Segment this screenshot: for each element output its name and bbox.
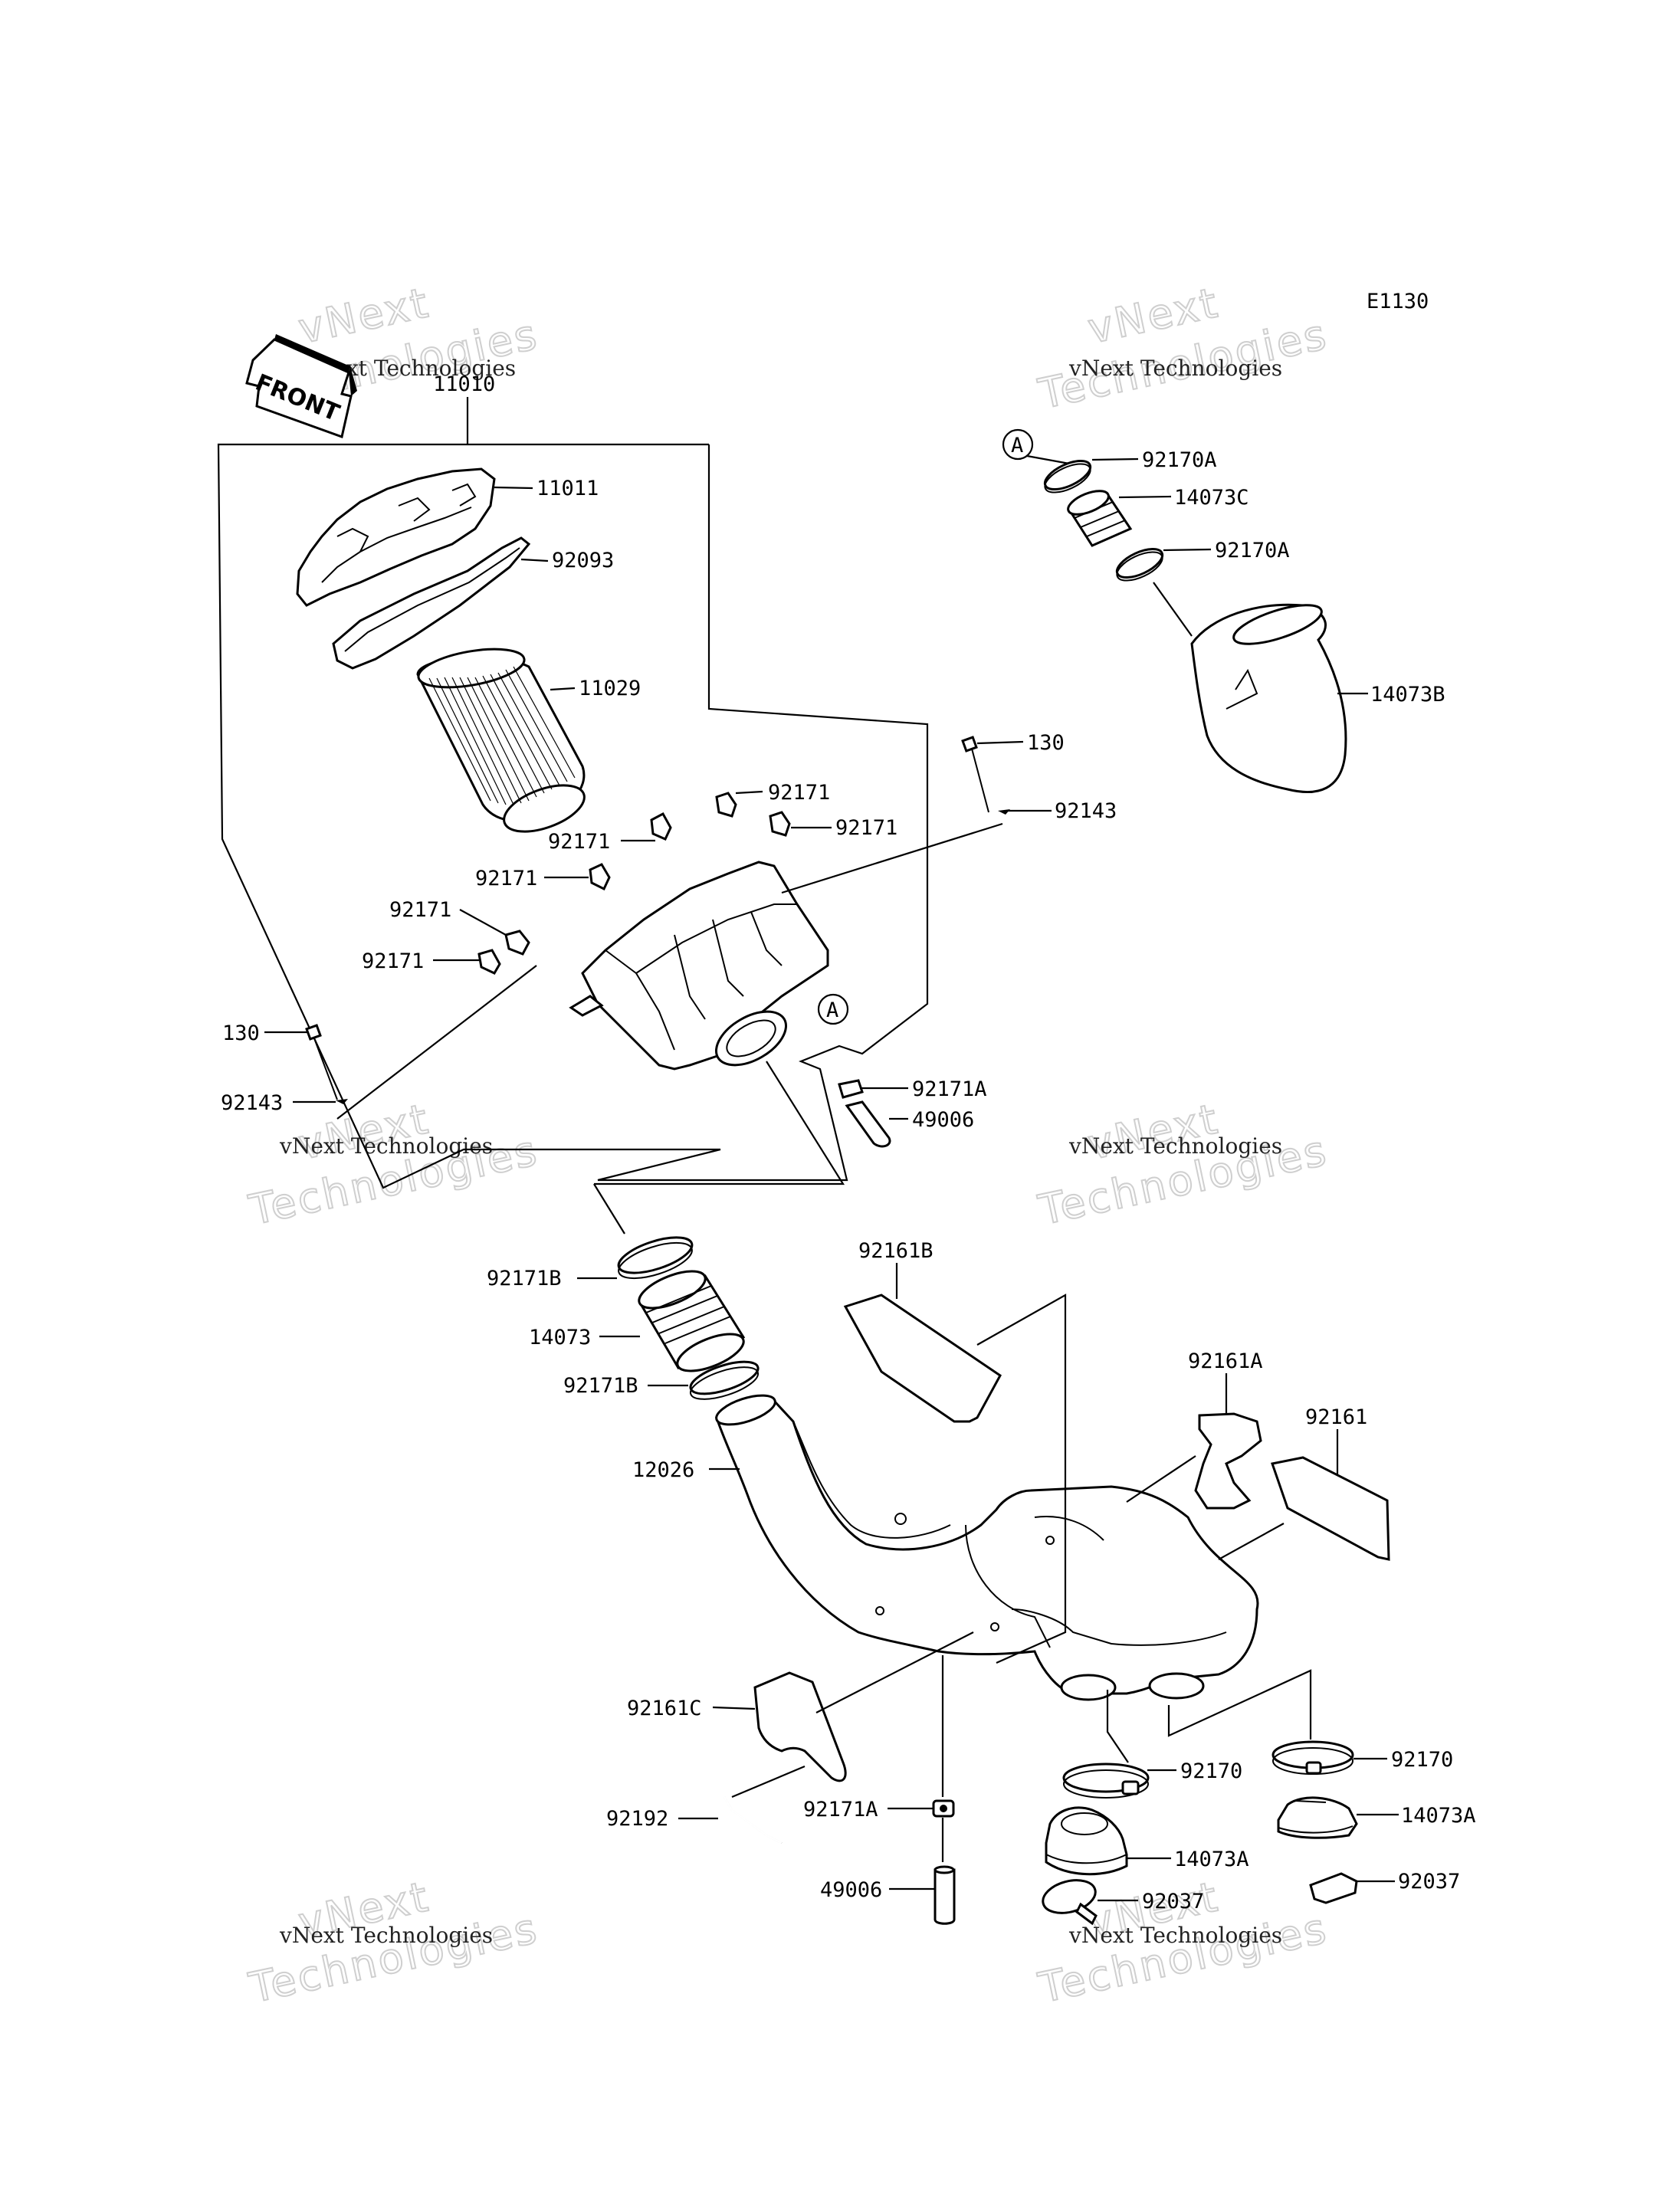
- callout-92161: 92161: [1305, 1405, 1367, 1429]
- leader-130-top: [976, 740, 1024, 745]
- callout-92171-f: 92171: [362, 949, 424, 973]
- watermark-small-4: vNext Technologies: [1068, 1133, 1282, 1159]
- callout-92171A-top: 92171A: [912, 1077, 987, 1101]
- callout-11011: 11011: [536, 477, 599, 500]
- hose-14073-icon: [638, 1270, 746, 1372]
- washer-92143-top-icon: [998, 809, 1010, 815]
- callout-92143-top: 92143: [1055, 799, 1117, 823]
- clamp-92170-mid-icon: [1062, 1763, 1150, 1799]
- callout-14073C: 14073C: [1174, 486, 1249, 510]
- front-arrow-icon: FRONT: [245, 334, 357, 438]
- pad-92161-icon: [1271, 1456, 1390, 1561]
- callout-92161C: 92161C: [627, 1697, 702, 1720]
- callout-92171-a: 92171: [768, 781, 830, 805]
- pad-92161C-icon: [753, 1671, 847, 1782]
- callout-14073A-right: 14073A: [1401, 1804, 1476, 1828]
- callout-92161B: 92161B: [858, 1239, 934, 1263]
- air-cleaner-case-part: [569, 861, 829, 1071]
- airbox-group-outline: [217, 443, 929, 1189]
- callout-92037-mid: 92037: [1142, 1890, 1204, 1913]
- ref-marker-duct: [1002, 428, 1034, 461]
- clip-92171A-top-icon: [838, 1079, 864, 1099]
- leader-92170A-2: [1163, 548, 1212, 552]
- drain-49006-top-icon: [845, 1100, 891, 1148]
- leader-92143-top-to-case: [781, 822, 1003, 894]
- ref-marker-case-label: A: [826, 998, 838, 1022]
- pad-92161A-icon: [1194, 1412, 1262, 1510]
- diagram-code: E1130: [1367, 290, 1429, 313]
- watermark-small-2: vNext Technologies: [1068, 356, 1282, 381]
- clamp-92170-right-icon: [1271, 1740, 1354, 1775]
- callout-92171-e: 92171: [389, 898, 451, 922]
- leader-92171-e: [459, 909, 507, 936]
- ref-marker-duct-label: A: [1011, 434, 1023, 457]
- leader-92170A-1: [1091, 457, 1139, 461]
- washer-92143-left-icon: [336, 1099, 348, 1104]
- boot-14073A-mid-icon: [1045, 1806, 1128, 1876]
- callout-92192: 92192: [606, 1807, 668, 1831]
- pipe-92192-icon: [717, 1796, 783, 1844]
- clamp-92170A-upper-icon: [1043, 459, 1092, 494]
- watermark-small-5: vNext Technologies: [279, 1923, 493, 1948]
- callout-92171B-2: 92171B: [563, 1374, 638, 1398]
- callout-49006-top: 49006: [912, 1108, 974, 1132]
- clamp-92171B-lower-icon: [689, 1360, 760, 1400]
- callout-11010: 11010: [433, 372, 495, 396]
- callout-14073A-mid: 14073A: [1174, 1848, 1249, 1871]
- callout-49006-bottom: 49006: [820, 1878, 882, 1902]
- intake-duct-12026-icon: [715, 1394, 1259, 1701]
- callout-92170A-2: 92170A: [1215, 539, 1290, 562]
- clamp-92170A-lower-icon: [1115, 547, 1164, 582]
- air-filter-element-part: [416, 648, 586, 833]
- drain-49006-bottom-icon: [934, 1865, 956, 1925]
- callout-92171B-1: 92171B: [487, 1267, 562, 1290]
- air-cleaner-cover-part: [296, 467, 496, 607]
- callout-92171-d: 92171: [475, 867, 537, 890]
- callout-92170A-1: 92170A: [1142, 448, 1217, 472]
- clip-92171A-bottom-icon: [932, 1799, 955, 1818]
- callout-130-top: 130: [1027, 731, 1065, 755]
- leader-11029: [550, 687, 576, 691]
- callout-14073B: 14073B: [1370, 683, 1445, 707]
- callout-92171-c: 92171: [548, 830, 610, 854]
- leader-92171-a: [735, 790, 763, 795]
- leader-11011: [494, 486, 533, 490]
- boot-14073A-right-icon: [1277, 1796, 1358, 1839]
- callout-92171A-bottom: 92171A: [803, 1798, 878, 1822]
- duct-14073B-icon: [1190, 603, 1347, 793]
- leader-92093: [520, 558, 549, 562]
- ref-marker-case: [817, 993, 849, 1025]
- callout-92037-right: 92037: [1398, 1870, 1460, 1894]
- callout-92143-left: 92143: [221, 1091, 283, 1115]
- callout-92171-b: 92171: [835, 816, 897, 840]
- clamp-92037-right-icon: [1309, 1872, 1358, 1904]
- callout-12026: 12026: [632, 1458, 694, 1482]
- clamp-92037-mid-icon: [1042, 1879, 1098, 1926]
- callout-130-left: 130: [222, 1021, 260, 1045]
- clip-92171-icons: [477, 792, 791, 975]
- callout-14073: 14073: [529, 1326, 591, 1349]
- bolt-130-top-icon: [961, 736, 989, 813]
- watermark-small-3: vNext Technologies: [279, 1133, 493, 1159]
- leader-92161C: [712, 1706, 756, 1710]
- callout-92170-mid: 92170: [1180, 1759, 1242, 1783]
- callout-92161A: 92161A: [1188, 1349, 1263, 1373]
- callout-11029: 11029: [579, 677, 641, 700]
- callout-92170-right: 92170: [1391, 1748, 1453, 1772]
- clamp-92171B-upper-icon: [617, 1236, 694, 1280]
- bolt-130-left-icon: [305, 1024, 338, 1100]
- duct-14073C-icon: [1067, 490, 1133, 547]
- watermark-small-6: vNext Technologies: [1068, 1923, 1282, 1948]
- pad-92161B-icon: [843, 1294, 1002, 1423]
- leader-case-to-hose: [594, 1061, 845, 1185]
- gasket-part: [332, 536, 531, 670]
- callout-92093: 92093: [552, 549, 614, 572]
- leader-92143-left-to-case: [336, 965, 537, 1120]
